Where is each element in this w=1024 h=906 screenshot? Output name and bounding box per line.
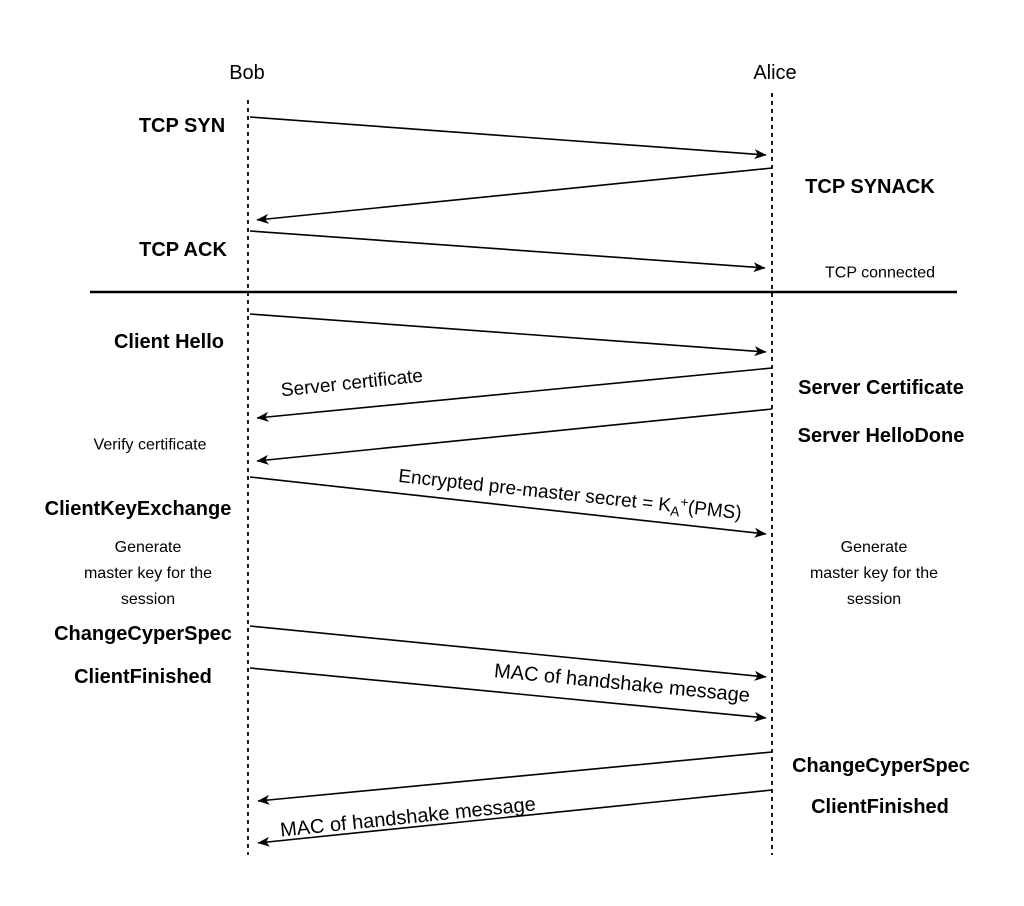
arrow-server-certificate (256, 367, 773, 422)
server-change-cyper-spec-label: ChangeCyperSpec (792, 755, 970, 777)
encrypted-pms-subscript: A (669, 503, 681, 520)
client-hello-label: Client Hello (113, 331, 225, 353)
note-line: session (120, 591, 176, 608)
tcp-connected-note: TCP connected (825, 264, 935, 282)
actor-bob-label: Bob (229, 62, 265, 84)
arrow-server-finished (257, 789, 773, 847)
server-hellodone-label: Server HelloDone (797, 425, 965, 447)
tcp-synack-label: TCP SYNACK (805, 176, 935, 198)
note-line: Generate (114, 539, 182, 556)
client-change-cyper-spec-label: ChangeCyperSpec (54, 623, 232, 645)
arrow-server-change-cyper-spec (257, 751, 773, 805)
encrypted-pms-suffix: (PMS) (686, 497, 743, 525)
tcp-syn-label: TCP SYN (138, 115, 226, 137)
note-line: master key for the (83, 565, 213, 582)
arrow-client-change-cyper-spec (249, 625, 767, 681)
server-finished-label: ClientFinished (811, 796, 949, 818)
note-line: session (846, 591, 902, 608)
arrow-tcp-syn (249, 116, 767, 160)
arrow-server-hellodone (256, 408, 773, 465)
arrow-client-finished (249, 667, 767, 722)
verify-certificate-note: Verify certificate (93, 436, 207, 454)
note-line: master key for the (809, 565, 939, 582)
note-line: Generate (840, 539, 908, 556)
arrow-tcp-ack (249, 230, 766, 273)
client-finished-label: ClientFinished (74, 666, 212, 688)
generate-master-key-note-right: Generate master key for the session (810, 535, 938, 613)
tcp-ack-label: TCP ACK (139, 239, 227, 261)
client-key-exchange-label: ClientKeyExchange (44, 498, 232, 520)
generate-master-key-note-left: Generate master key for the session (84, 535, 212, 613)
actor-alice-label: Alice (753, 62, 797, 84)
server-certificate-label: Server Certificate (798, 377, 964, 399)
arrow-tcp-synack (256, 167, 773, 224)
arrow-client-hello (249, 313, 767, 357)
arrow-client-key-exchange (249, 476, 767, 538)
